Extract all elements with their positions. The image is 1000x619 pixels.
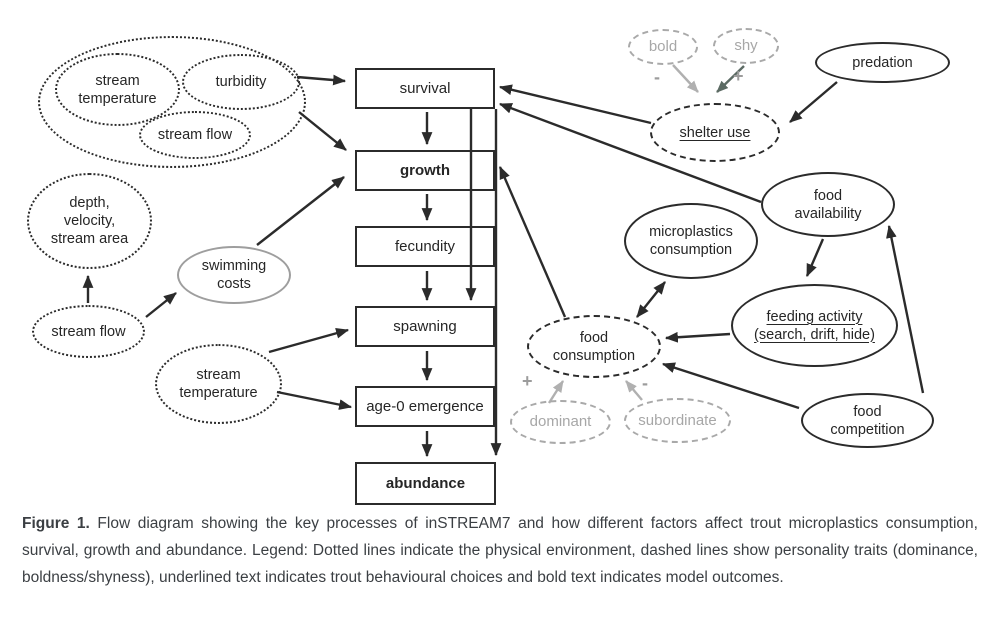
arrow-shelter-use-to-survival (498, 84, 652, 125)
arrow-bold-to-shelter-use (672, 64, 699, 93)
node-dominant: dominant (510, 400, 611, 444)
arrow-swimming-costs-to-growth (256, 176, 345, 246)
node-microplastics-consumption-label2: consumption (649, 242, 733, 258)
caption-text: Flow diagram showing the key processes o… (22, 515, 978, 586)
node-fecundity-label: fecundity (394, 238, 456, 255)
node-growth: growth (355, 150, 495, 191)
node-food-competition: food competition (801, 393, 934, 448)
sign-subordinate-negative: - (642, 373, 648, 393)
arrow-stream-temperature-to-spawning (268, 327, 350, 354)
sign-bold-negative: - (654, 67, 660, 87)
node-predation: predation (815, 42, 950, 83)
sign-shy-positive: + (733, 66, 744, 86)
node-depth-velocity-label: depth, (69, 195, 110, 211)
node-bold-trait: bold (628, 29, 698, 65)
node-spawning-label: spawning (393, 318, 457, 335)
node-stream-temperature-bottom-label: stream (196, 367, 241, 383)
node-age0-emergence: age-0 emergence (355, 386, 495, 427)
node-swimming-costs-label2: costs (217, 276, 251, 292)
node-survival: survival (355, 68, 495, 109)
node-stream-flow-left-label: stream flow (51, 323, 126, 340)
sign-dominant-positive: + (522, 371, 533, 391)
node-age0-emergence-label: age-0 emergence (366, 398, 484, 415)
node-depth-velocity-area: depth, velocity, stream area (27, 173, 152, 269)
arrow-stream-flow-to-swimming-costs (145, 292, 177, 318)
node-abundance: abundance (355, 462, 496, 505)
arrow-subordinate-to-food-consumption (625, 380, 643, 401)
arrow-predation-to-shelter-use (789, 81, 838, 123)
node-survival-label: survival (399, 80, 451, 97)
caption-label: Figure 1. (22, 515, 90, 532)
node-food-consumption: food consumption (527, 315, 661, 378)
node-food-competition-label2: competition (830, 421, 905, 438)
node-spawning: spawning (355, 306, 495, 347)
node-depth-velocity-label2: velocity, (63, 213, 116, 229)
node-growth-label: growth (400, 162, 450, 179)
node-environment-cluster (38, 36, 306, 168)
node-shelter-use-label: shelter use (679, 124, 751, 141)
node-feeding-activity-label: feeding activity (766, 308, 863, 325)
node-food-availability: food availability (761, 172, 895, 237)
node-food-availability-label: food (813, 187, 843, 204)
node-turbidity-label: turbidity (215, 74, 267, 90)
node-food-consumption-label2: consumption (552, 347, 636, 364)
node-food-availability-label2: availability (794, 205, 862, 222)
node-food-competition-label: food (853, 403, 882, 420)
node-predation-label: predation (852, 54, 913, 71)
node-stream-flow-top: stream flow (139, 111, 251, 159)
node-microplastics-consumption-label: microplastics (649, 224, 733, 240)
node-stream-temperature-bottom: stream temperature (155, 344, 282, 424)
node-dominant-label: dominant (529, 413, 592, 430)
arrow-food-consumption-to-growth (498, 166, 567, 318)
node-feeding-activity: feeding activity (search, drift, hide) (731, 284, 898, 367)
node-stream-temperature-bottom-label2: temperature (179, 385, 258, 401)
arrow-stream-temperature-to-age0 (276, 390, 353, 410)
node-stream-temperature-top: stream temperature (55, 53, 180, 126)
node-food-consumption-label: food (579, 329, 609, 346)
arrow-environment-to-survival (296, 74, 347, 86)
arrow-feeding-activity-to-food-consumption (664, 331, 731, 343)
node-stream-flow-top-label: stream flow (157, 127, 233, 143)
node-subordinate-label: subordinate (638, 411, 717, 429)
arrow-environment-to-growth (298, 111, 347, 151)
arrow-food-consumption-microplastics-bidirectional (636, 281, 666, 318)
node-turbidity: turbidity (182, 54, 300, 110)
node-fecundity: fecundity (355, 226, 495, 267)
node-stream-flow-left: stream flow (32, 305, 145, 358)
node-depth-velocity-label3: stream area (50, 231, 129, 247)
figure-caption: Figure 1. Flow diagram showing the key p… (22, 510, 978, 591)
node-shy-trait: shy (713, 28, 779, 64)
node-bold-trait-label: bold (648, 38, 678, 55)
node-shelter-use: shelter use (650, 103, 780, 162)
arrow-food-availability-to-feeding-activity (805, 238, 825, 277)
node-abundance-label: abundance (385, 475, 466, 492)
node-swimming-costs: swimming costs (177, 246, 291, 304)
node-feeding-activity-label2: (search, drift, hide) (754, 326, 875, 343)
node-stream-temperature-top-label2: temperature (78, 90, 157, 107)
node-shy-trait-label: shy (734, 37, 758, 54)
arrow-food-competition-to-food-availability (886, 224, 925, 394)
node-microplastics-consumption: microplastics consumption (624, 203, 758, 279)
node-swimming-costs-label: swimming (201, 258, 267, 274)
node-subordinate: subordinate (624, 398, 731, 443)
flow-diagram: stream temperature turbidity stream flow… (27, 28, 950, 505)
node-stream-temperature-top-label: stream (95, 72, 140, 89)
